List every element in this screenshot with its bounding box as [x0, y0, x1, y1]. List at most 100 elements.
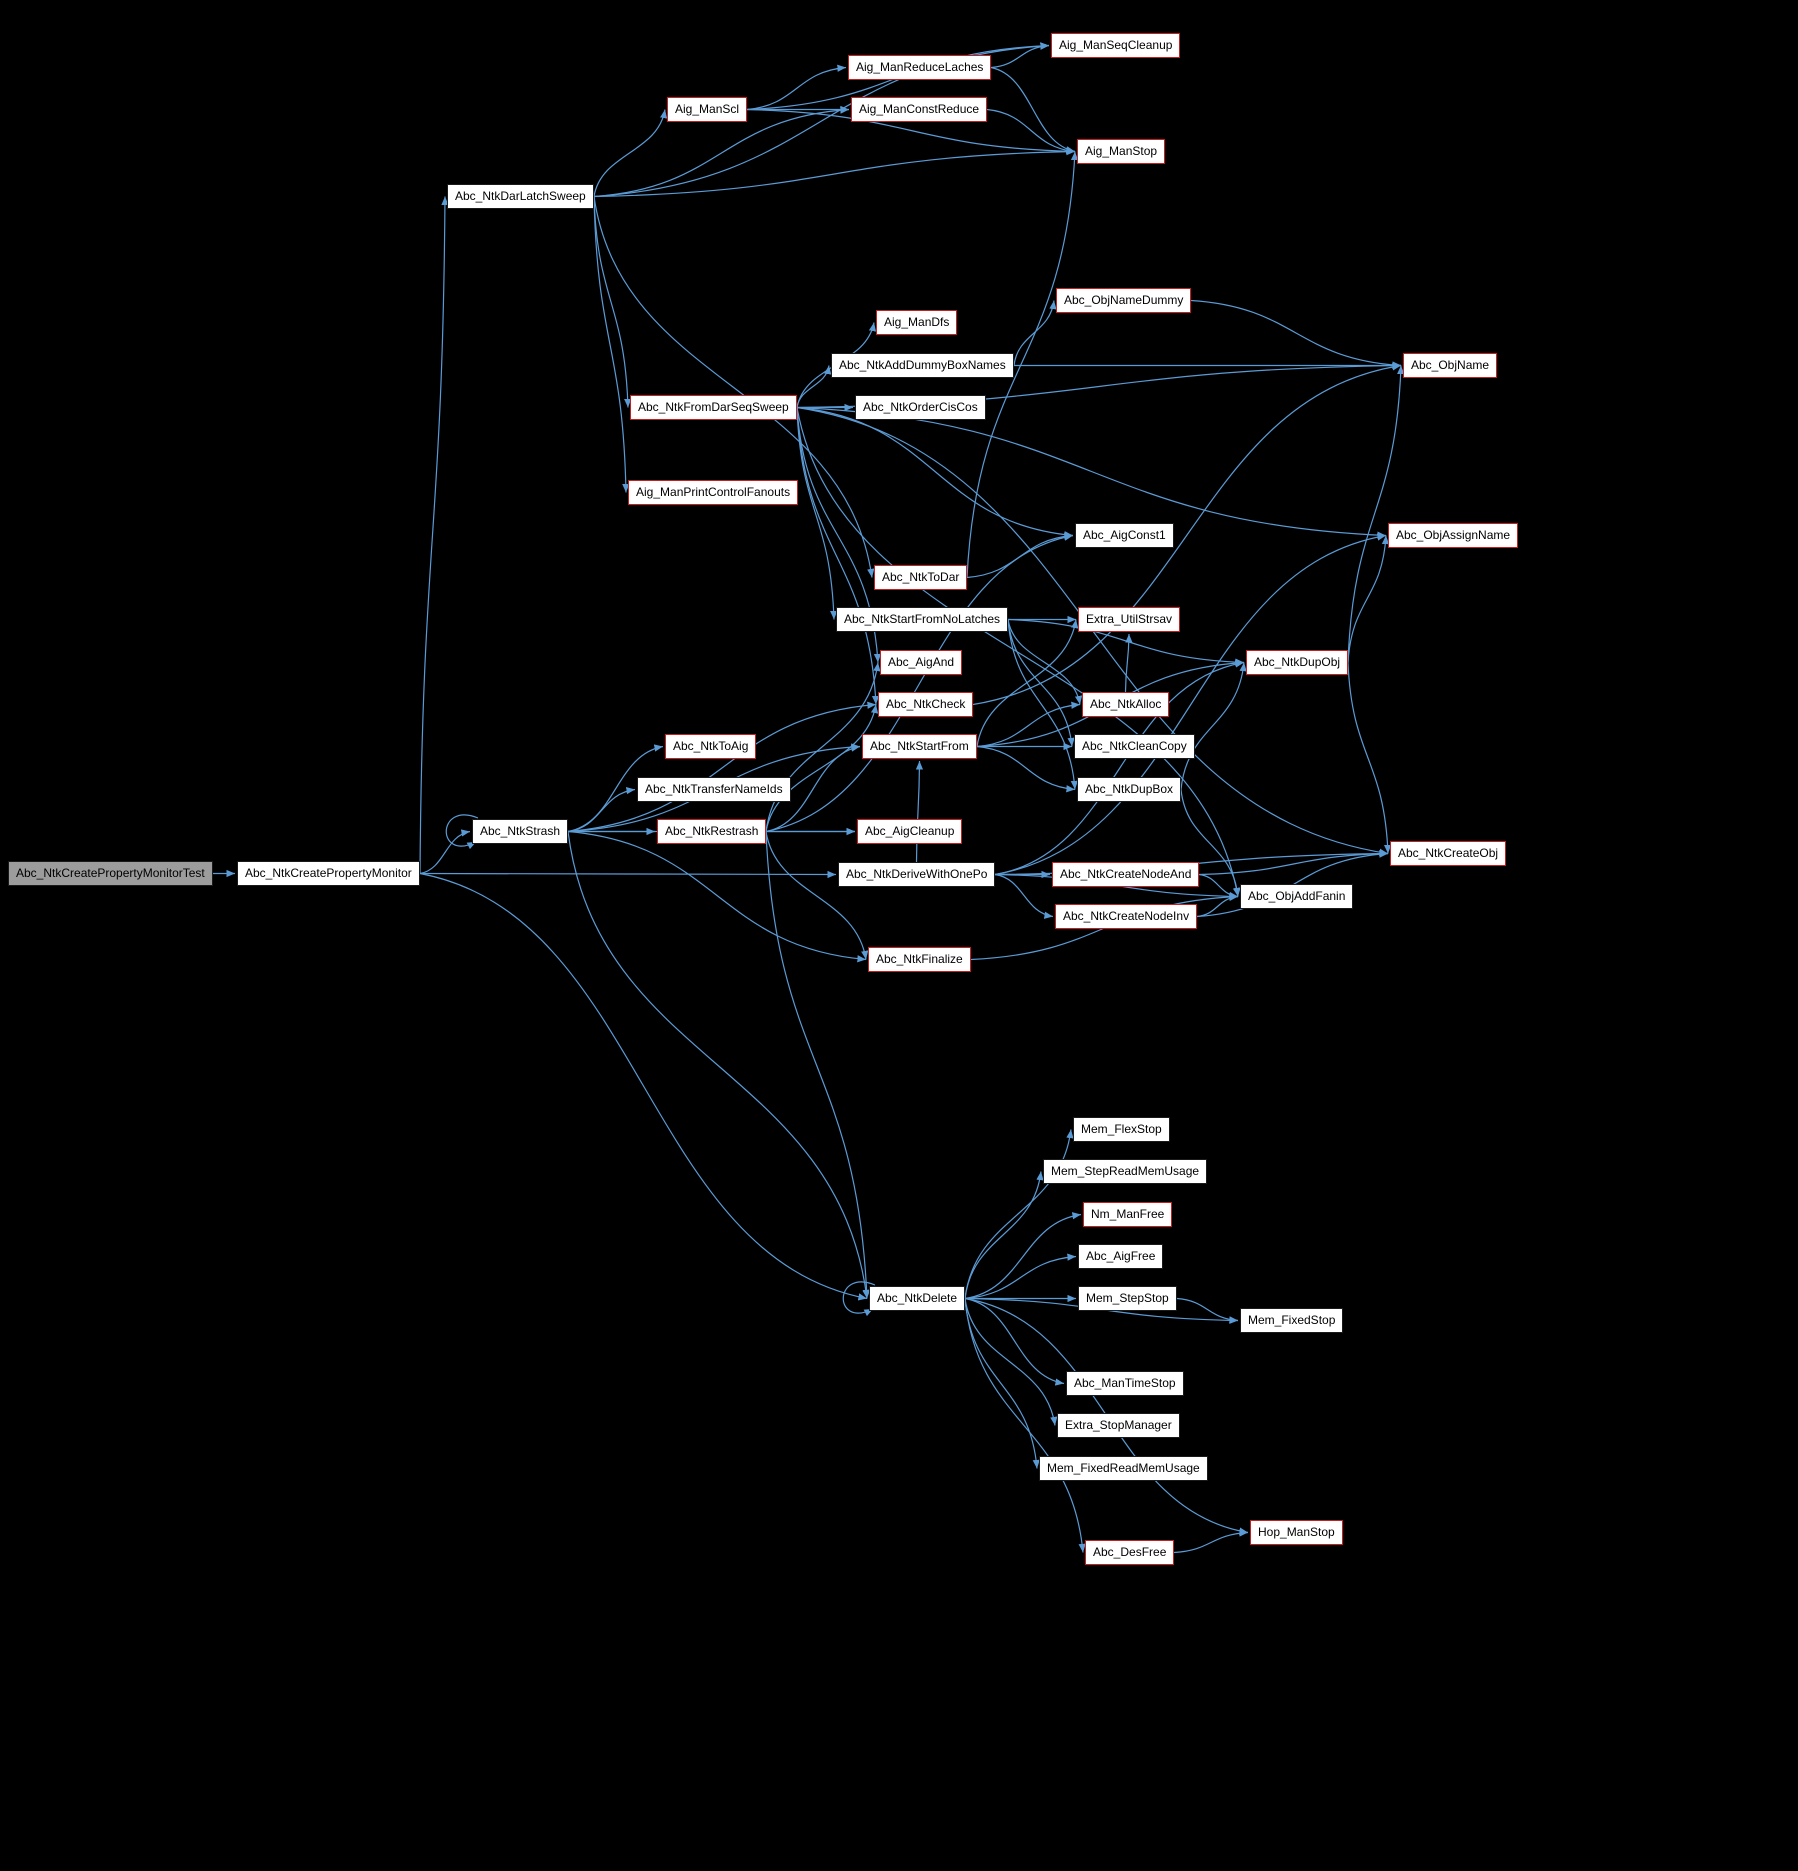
node-aigManSeqCleanup[interactable]: Aig_ManSeqCleanup: [1051, 33, 1181, 58]
node-ntkCheck[interactable]: Abc_NtkCheck: [878, 692, 974, 717]
node-objAddFanin[interactable]: Abc_ObjAddFanin: [1240, 884, 1354, 909]
edge-aigManReduceLaches-aigManSeqCleanup: [990, 42, 1050, 69]
node-aigManConstReduce[interactable]: Aig_ManConstReduce: [851, 97, 988, 122]
edge-ntkStartFrom-extraUtilStrsav: [976, 619, 1079, 747]
edge-ntkDupBox-ntkDupObj: [1180, 662, 1247, 790]
edge-fromDarSeqSweep-aigConst1: [796, 406, 1074, 539]
node-objNameDummy[interactable]: Abc_ObjNameDummy: [1056, 288, 1192, 313]
node-addDummyBoxNames[interactable]: Abc_NtkAddDummyBoxNames: [831, 353, 1014, 378]
node-aigManScl[interactable]: Aig_ManScl: [667, 97, 748, 122]
edge-ntkDelete-manTimeStop: [964, 1297, 1065, 1386]
edge-ntkDelete-nmManFree: [964, 1212, 1082, 1300]
node-ntkCleanCopy[interactable]: Abc_NtkCleanCopy: [1074, 734, 1195, 759]
node-hopManStop[interactable]: Hop_ManStop: [1250, 1520, 1343, 1545]
node-aigManStop[interactable]: Aig_ManStop: [1077, 139, 1166, 164]
edge-aigManReduceLaches-aigManStop: [990, 66, 1076, 154]
node-ntkCreateObj[interactable]: Abc_NtkCreateObj: [1390, 841, 1507, 866]
edge-aigManScl-aigManReduceLaches: [746, 64, 847, 111]
node-ntkRestrash[interactable]: Abc_NtkRestrash: [657, 819, 767, 844]
edge-monitor-ntkStrash: [419, 829, 471, 875]
edge-darLatchSweep-ntkToDar: [593, 196, 875, 578]
edge-monitor-ntkDelete: [419, 872, 868, 1301]
node-abcAigFree[interactable]: Abc_AigFree: [1078, 1244, 1164, 1269]
edge-ntkRestrash-ntkCheck: [765, 704, 879, 832]
edge-ntkDupObj-objName: [1347, 365, 1405, 663]
edge-monitor-darLatchSweep: [419, 196, 449, 874]
edge-fromDarSeqSweep-objAssignName: [796, 406, 1387, 539]
edge-ntkStrash-ntkFinalize: [567, 830, 867, 963]
node-createNodeInv[interactable]: Abc_NtkCreateNodeInv: [1055, 904, 1198, 929]
node-objAssignName[interactable]: Abc_ObjAssignName: [1388, 523, 1519, 548]
edge-darLatchSweep-fromDarSeqSweep: [593, 196, 632, 408]
node-nmManFree[interactable]: Nm_ManFree: [1083, 1202, 1173, 1227]
node-createNodeAnd[interactable]: Abc_NtkCreateNodeAnd: [1052, 862, 1200, 887]
edge-ntkDelete-ntkDelete: [842, 1281, 876, 1317]
node-aigCleanup[interactable]: Abc_AigCleanup: [857, 819, 963, 844]
node-test: Abc_NtkCreatePropertyMonitorTest: [8, 861, 213, 886]
node-monitor[interactable]: Abc_NtkCreatePropertyMonitor: [237, 861, 420, 886]
node-memFixedStop[interactable]: Mem_FixedStop: [1240, 1308, 1344, 1333]
edge-deriveWithOnePo-createNodeInv: [994, 873, 1054, 919]
node-ntkStartFrom[interactable]: Abc_NtkStartFrom: [862, 734, 977, 759]
edge-ntkStrash-ntkDelete: [567, 831, 870, 1299]
node-printControlFanouts[interactable]: Aig_ManPrintControlFanouts: [628, 480, 799, 505]
edge-ntkRestrash-aigAnd: [765, 662, 881, 832]
node-ntkDupObj[interactable]: Abc_NtkDupObj: [1246, 650, 1349, 675]
edge-ntkDelete-extraStopManager: [964, 1298, 1058, 1426]
edge-ntkStrash-ntkStrash: [445, 814, 479, 850]
node-deriveWithOnePo[interactable]: Abc_NtkDeriveWithOnePo: [838, 862, 996, 887]
node-ntkToDar[interactable]: Abc_NtkToDar: [874, 565, 968, 590]
edge-addDummyBoxNames-objNameDummy: [1013, 300, 1057, 366]
node-desFree[interactable]: Abc_DesFree: [1085, 1540, 1175, 1565]
edge-ntkRestrash-aigConst1: [765, 533, 1074, 833]
edge-ntkRestrash-ntkDelete: [765, 831, 871, 1299]
edge-startFromNoLatches-ntkAlloc: [1007, 619, 1083, 705]
edge-ntkDelete-desFree: [964, 1298, 1086, 1553]
node-ntkToAig[interactable]: Abc_NtkToAig: [665, 734, 757, 759]
edge-ntkStrash-ntkToAig: [567, 744, 664, 833]
node-ntkAlloc[interactable]: Abc_NtkAlloc: [1082, 692, 1170, 717]
node-objName[interactable]: Abc_ObjName: [1403, 353, 1498, 378]
edge-createNodeAnd-ntkCreateObj: [1198, 850, 1389, 876]
edge-ntkDelete-memStepReadMemUsage: [964, 1171, 1044, 1299]
edge-memStepStop-memFixedStop: [1176, 1297, 1239, 1324]
edge-ntkDelete-memFixedReadMemUsage: [964, 1298, 1040, 1469]
node-fromDarSeqSweep[interactable]: Abc_NtkFromDarSeqSweep: [630, 395, 797, 420]
edge-ntkDelete-memFlexStop: [964, 1129, 1074, 1299]
node-memStepReadMemUsage[interactable]: Mem_StepReadMemUsage: [1043, 1159, 1208, 1184]
edge-ntkStrash-ntkCheck: [567, 701, 877, 833]
node-extraUtilStrsav[interactable]: Extra_UtilStrsav: [1078, 607, 1181, 632]
node-startFromNoLatches[interactable]: Abc_NtkStartFromNoLatches: [836, 607, 1009, 632]
edge-ntkDupObj-objAssignName: [1347, 535, 1390, 663]
edge-monitor-deriveWithOnePo: [419, 870, 837, 879]
edge-ntkDelete-abcAigFree: [964, 1253, 1077, 1300]
node-ntkDelete[interactable]: Abc_NtkDelete: [869, 1286, 966, 1311]
edge-fromDarSeqSweep-startFromNoLatches: [796, 407, 838, 620]
node-manTimeStop[interactable]: Abc_ManTimeStop: [1066, 1371, 1184, 1396]
edge-deriveWithOnePo-ntkStartFrom: [915, 760, 924, 863]
node-darLatchSweep[interactable]: Abc_NtkDarLatchSweep: [447, 184, 594, 209]
node-aigConst1[interactable]: Abc_AigConst1: [1075, 523, 1174, 548]
node-ntkFinalize[interactable]: Abc_NtkFinalize: [868, 947, 971, 972]
edge-ntkToDar-aigManStop: [966, 151, 1079, 578]
node-memFixedReadMemUsage[interactable]: Mem_FixedReadMemUsage: [1039, 1456, 1208, 1481]
node-aigAnd[interactable]: Abc_AigAnd: [880, 650, 963, 675]
edge-darLatchSweep-printControlFanouts: [593, 196, 630, 493]
node-ntkDupBox[interactable]: Abc_NtkDupBox: [1077, 777, 1182, 802]
node-ntkStrash[interactable]: Abc_NtkStrash: [472, 819, 569, 844]
node-extraStopManager[interactable]: Extra_StopManager: [1057, 1413, 1180, 1438]
node-orderCisCos[interactable]: Abc_NtkOrderCisCos: [855, 395, 986, 420]
edge-ntkStartFrom-ntkAlloc: [976, 701, 1081, 748]
edge-deriveWithOnePo-objAssignName: [994, 533, 1387, 876]
edge-createNodeAnd-objAddFanin: [1198, 873, 1239, 900]
node-transferNameIds[interactable]: Abc_NtkTransferNameIds: [637, 777, 791, 802]
node-memFlexStop[interactable]: Mem_FlexStop: [1073, 1117, 1170, 1142]
edge-ntkCheck-objName: [972, 363, 1402, 706]
node-aigManDfs[interactable]: Aig_ManDfs: [876, 310, 958, 335]
edge-aigManConstReduce-aigManStop: [986, 108, 1076, 155]
edge-ntkStrash-transferNameIds: [567, 786, 636, 833]
node-aigManReduceLaches[interactable]: Aig_ManReduceLaches: [848, 55, 992, 80]
node-memStepStop[interactable]: Mem_StepStop: [1078, 1286, 1177, 1311]
edge-ntkRestrash-ntkStartFrom: [765, 744, 861, 833]
